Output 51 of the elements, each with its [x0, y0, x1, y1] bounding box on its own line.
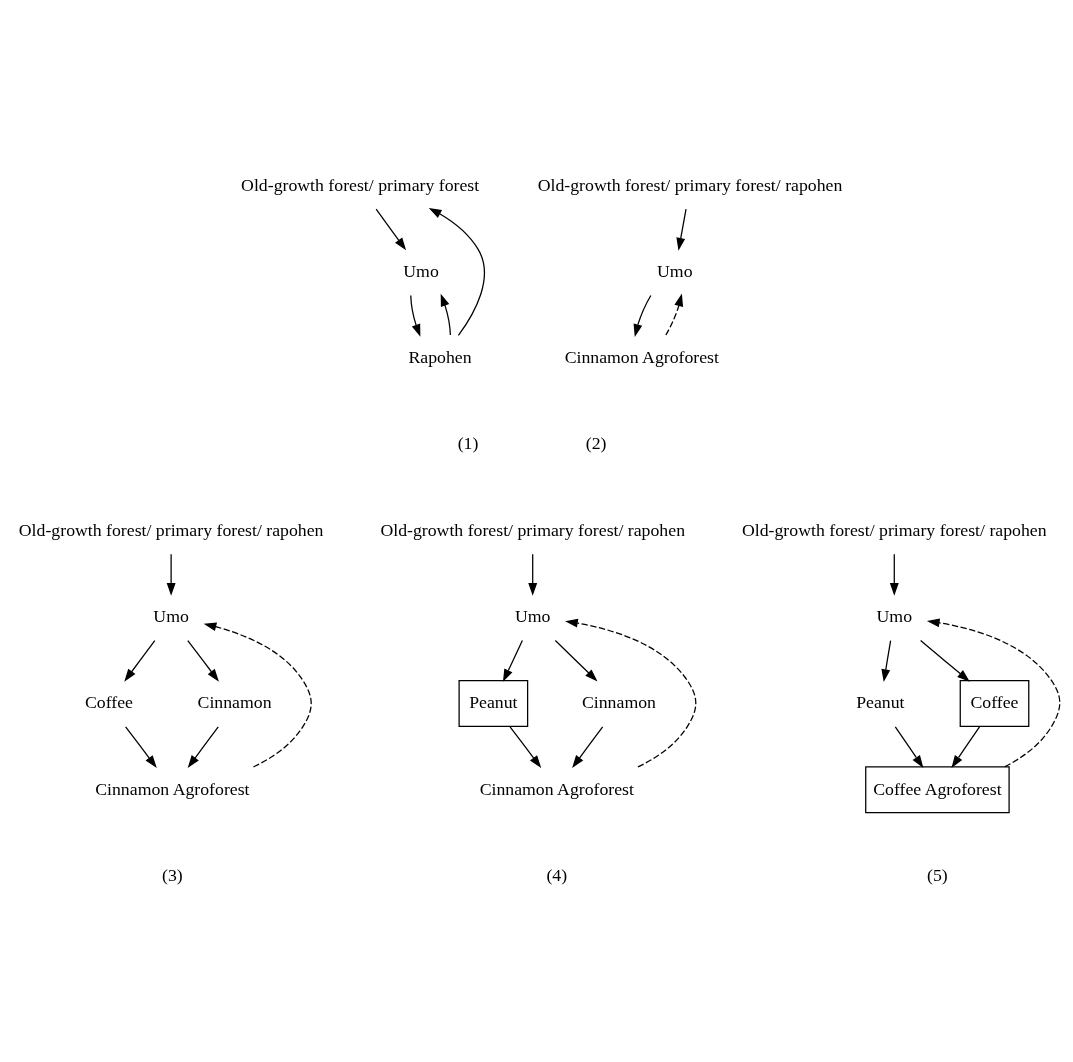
- node-text: Old-growth forest/ primary forest: [241, 174, 480, 195]
- label: (3): [162, 864, 183, 885]
- node-text: Umo: [153, 605, 189, 626]
- arrow: [665, 293, 684, 336]
- node-text: Cinnamon: [581, 692, 656, 713]
- arrow: [428, 208, 486, 336]
- arrow: [951, 726, 981, 768]
- arrow: [440, 293, 451, 336]
- arrow: [889, 553, 899, 596]
- node-text: Old-growth forest/ primary forest/ rapohen: [537, 174, 843, 195]
- node-text: Old-growth forest/ primary forest/ rapohen: [741, 519, 1047, 540]
- arrow: [572, 726, 604, 768]
- arrow: [633, 294, 652, 337]
- label: (1): [457, 433, 479, 454]
- label: (4): [546, 864, 568, 885]
- arrow: [920, 639, 970, 682]
- arrow: [124, 639, 156, 682]
- arrow: [676, 208, 687, 251]
- arrow: [881, 639, 892, 683]
- node-text: Cinnamon Agroforest: [479, 778, 634, 799]
- arrow: [375, 208, 407, 251]
- node-text: Cinnamon Agroforest: [564, 347, 719, 368]
- node-text: Coffee: [84, 692, 133, 713]
- arrow: [166, 553, 176, 596]
- arrow: [187, 639, 219, 682]
- node-box: Coffee: [959, 680, 1030, 727]
- arrow: [894, 726, 924, 768]
- label: (2): [585, 433, 607, 454]
- arrow: [125, 726, 157, 768]
- node-text: Peanut: [856, 692, 905, 713]
- arrow: [554, 639, 598, 682]
- arrow: [926, 618, 1061, 768]
- label: (5): [927, 864, 948, 885]
- arrow: [187, 726, 219, 768]
- node-text: Rapohen: [408, 347, 472, 368]
- node-text: Umo: [876, 605, 913, 626]
- node-text: Cinnamon Agroforest: [95, 778, 250, 799]
- node-text: Umo: [657, 260, 693, 281]
- node-box: Coffee Agroforest: [865, 766, 1010, 814]
- arrow: [410, 294, 421, 337]
- node-text: Old-growth forest/ primary forest/ rapohen: [18, 519, 324, 540]
- node-text: Old-growth forest/ primary forest/ rapohen: [380, 519, 686, 540]
- node-text: Cinnamon: [197, 692, 272, 713]
- arrow: [203, 622, 312, 768]
- node-text: Umo: [403, 260, 439, 281]
- arrow: [565, 618, 697, 768]
- node-text: Umo: [514, 605, 551, 626]
- node-box: Peanut: [458, 680, 529, 727]
- arrow: [502, 639, 523, 682]
- arrow: [528, 553, 538, 596]
- arrow: [509, 726, 542, 768]
